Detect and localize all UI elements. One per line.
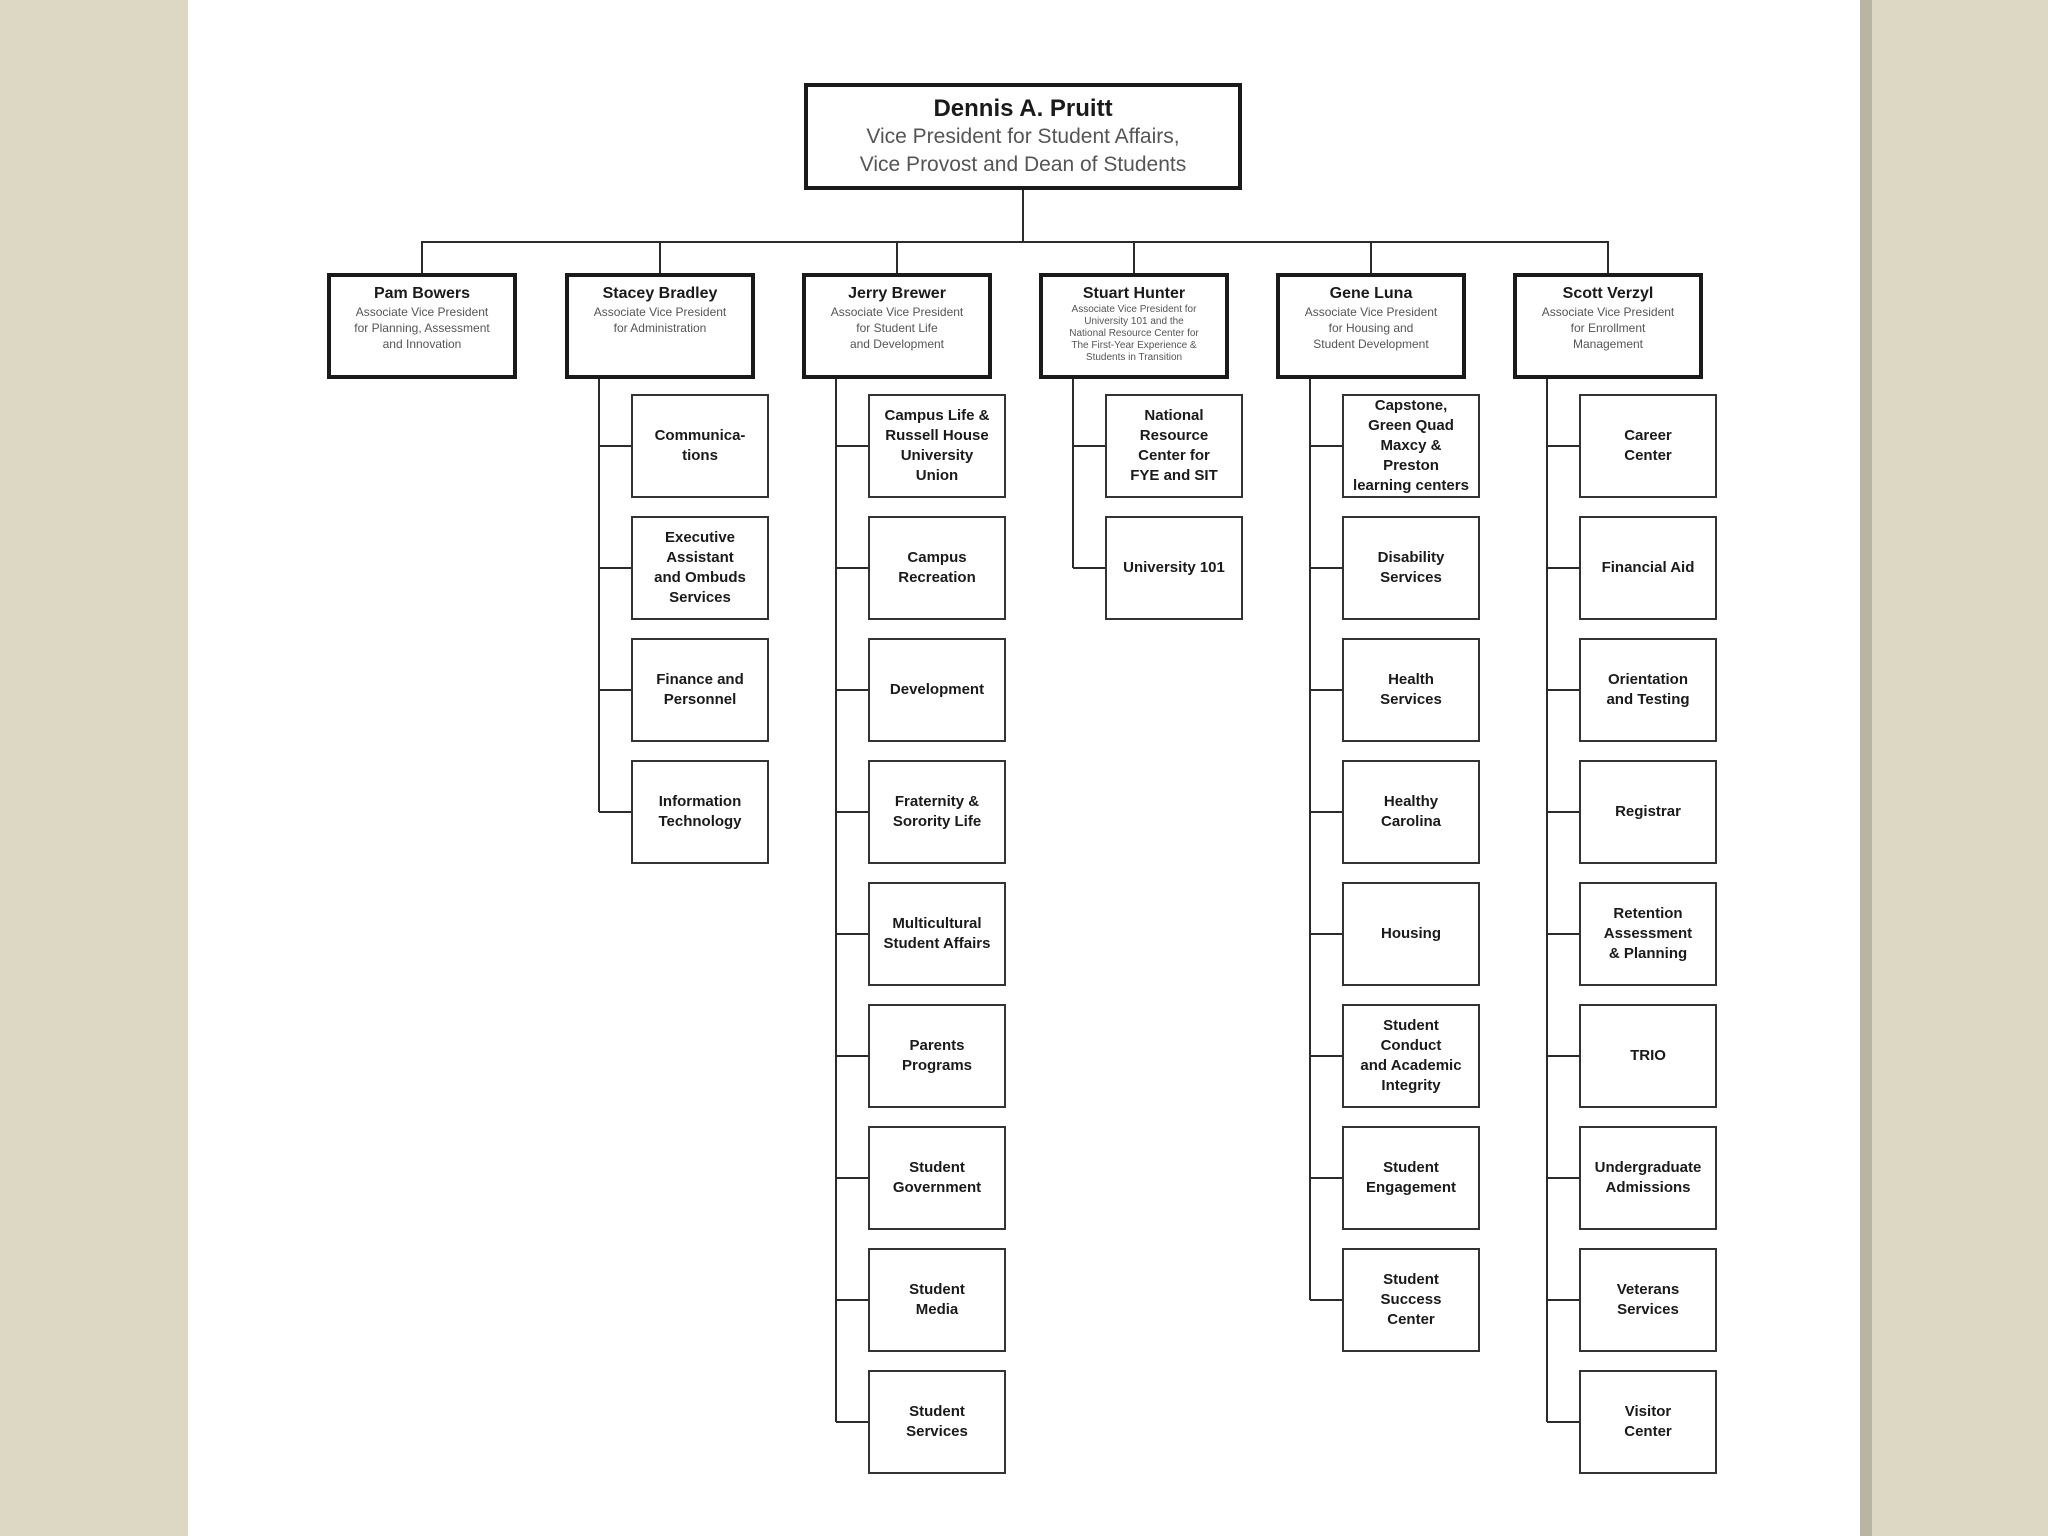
unit-box: Retention Assessment & Planning xyxy=(1579,882,1717,986)
unit-box: Parents Programs xyxy=(868,1004,1006,1108)
unit-box: Veterans Services xyxy=(1579,1248,1717,1352)
unit-label: Fraternity & Sorority Life xyxy=(892,793,982,830)
unit-label: Parents Programs xyxy=(901,1037,973,1074)
executive-title: Vice President for Student Affairs, Vice… xyxy=(859,124,1187,176)
division-head-title: Associate Vice President for Student Lif… xyxy=(830,305,964,351)
unit-box: Disability Services xyxy=(1342,516,1480,620)
unit-box: Orientation and Testing xyxy=(1579,638,1717,742)
division-head-name: Pam Bowers xyxy=(373,285,471,302)
unit-label: Career Center xyxy=(1624,427,1672,464)
unit-label: Health Services xyxy=(1380,671,1442,708)
unit-box: Campus Life & Russell House University U… xyxy=(868,394,1006,498)
unit-box: Financial Aid xyxy=(1579,516,1717,620)
unit-box: University 101 xyxy=(1105,516,1243,620)
division-head-title: Associate Vice President for Planning, A… xyxy=(354,305,490,351)
unit-label: National Resource Center for FYE and SIT xyxy=(1130,407,1218,484)
unit-box: National Resource Center for FYE and SIT xyxy=(1105,394,1243,498)
page-edge-shadow xyxy=(1860,0,1872,1536)
unit-label: Campus Recreation xyxy=(898,549,976,586)
unit-label: Communica- tions xyxy=(654,427,746,464)
unit-box: Finance and Personnel xyxy=(631,638,769,742)
unit-box: Information Technology xyxy=(631,760,769,864)
unit-box: Health Services xyxy=(1342,638,1480,742)
unit-box: Student Media xyxy=(868,1248,1006,1352)
unit-label: Student Media xyxy=(909,1281,965,1318)
division-head-title: Associate Vice President for Enrollment … xyxy=(1541,305,1675,351)
unit-box: Career Center xyxy=(1579,394,1717,498)
unit-box: Student Conduct and Academic Integrity xyxy=(1342,1004,1480,1108)
unit-label: Healthy Carolina xyxy=(1380,793,1441,830)
unit-label: TRIO xyxy=(1630,1047,1666,1064)
unit-box: Executive Assistant and Ombuds Services xyxy=(631,516,769,620)
unit-label: Information Technology xyxy=(658,793,742,830)
unit-label: Veterans Services xyxy=(1616,1281,1680,1318)
unit-box: Undergraduate Admissions xyxy=(1579,1126,1717,1230)
unit-box: Healthy Carolina xyxy=(1342,760,1480,864)
unit-box: Student Engagement xyxy=(1342,1126,1480,1230)
unit-label: Student Conduct and Academic Integrity xyxy=(1360,1017,1462,1094)
unit-label: Multicultural Student Affairs xyxy=(883,915,991,952)
unit-label: Student Government xyxy=(892,1159,982,1196)
division-head-name: Stacey Bradley xyxy=(602,285,718,302)
unit-label: Visitor Center xyxy=(1624,1403,1672,1440)
unit-box: Capstone, Green Quad Maxcy & Preston lea… xyxy=(1342,394,1480,498)
division-head-title: Associate Vice President for Administrat… xyxy=(593,305,727,335)
unit-label: University 101 xyxy=(1123,559,1225,576)
unit-box: Multicultural Student Affairs xyxy=(868,882,1006,986)
unit-box: Registrar xyxy=(1579,760,1717,864)
unit-label: Housing xyxy=(1381,925,1441,942)
unit-label: Disability Services xyxy=(1377,549,1445,586)
unit-box: TRIO xyxy=(1579,1004,1717,1108)
division-head-name: Stuart Hunter xyxy=(1082,285,1186,302)
division-head-name: Gene Luna xyxy=(1329,285,1413,302)
unit-label: Student Success Center xyxy=(1380,1271,1442,1328)
unit-box: Fraternity & Sorority Life xyxy=(868,760,1006,864)
division-head-title: Associate Vice President for University … xyxy=(1069,304,1199,363)
unit-box: Student Services xyxy=(868,1370,1006,1474)
unit-box: Development xyxy=(868,638,1006,742)
unit-label: Campus Life & Russell House University U… xyxy=(884,407,990,484)
unit-label: Retention Assessment & Planning xyxy=(1603,905,1693,962)
unit-box: Student Government xyxy=(868,1126,1006,1230)
unit-box: Housing xyxy=(1342,882,1480,986)
unit-box: Student Success Center xyxy=(1342,1248,1480,1352)
unit-box: Campus Recreation xyxy=(868,516,1006,620)
unit-label: Development xyxy=(889,681,985,698)
unit-box: Communica- tions xyxy=(631,394,769,498)
unit-label: Capstone, Green Quad Maxcy & Preston lea… xyxy=(1353,397,1469,494)
unit-label: Student Services xyxy=(906,1403,968,1440)
unit-label: Finance and Personnel xyxy=(656,671,744,708)
division-head-name: Jerry Brewer xyxy=(848,285,946,302)
unit-label: Student Engagement xyxy=(1365,1159,1456,1196)
unit-label: Financial Aid xyxy=(1601,559,1695,576)
division-head-name: Scott Verzyl xyxy=(1562,285,1654,302)
executive-box: Dennis A. Pruitt Vice President for Stud… xyxy=(804,83,1242,190)
unit-label: Undergraduate Admissions xyxy=(1594,1159,1702,1196)
unit-label: Registrar xyxy=(1615,803,1681,820)
executive-name: Dennis A. Pruitt xyxy=(933,94,1113,122)
unit-label: Executive Assistant and Ombuds Services xyxy=(654,529,746,606)
unit-label: Orientation and Testing xyxy=(1606,671,1690,708)
division-head-title: Associate Vice President for Housing and… xyxy=(1304,305,1438,351)
unit-box: Visitor Center xyxy=(1579,1370,1717,1474)
